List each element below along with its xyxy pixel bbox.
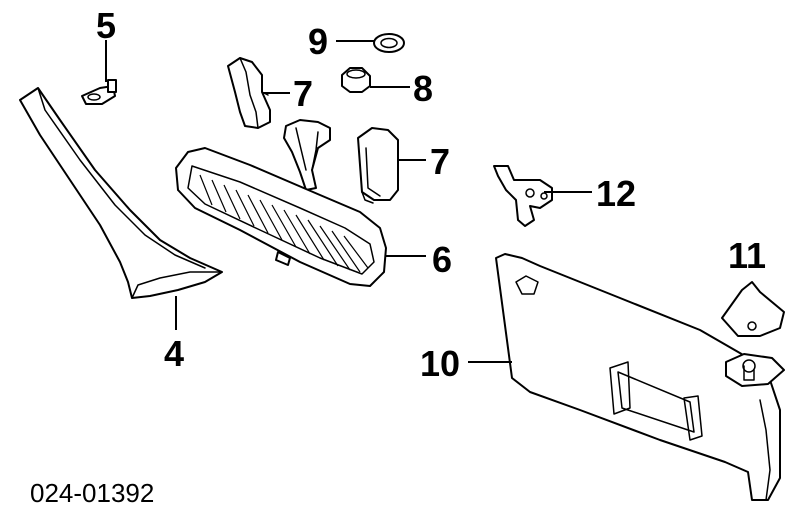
mirror-cover-left-part	[227, 57, 271, 129]
callout-labels: 4 5 6 7 7 8 9 10 11 12	[96, 5, 766, 384]
callout-6: 6	[432, 239, 452, 280]
grommet-part	[373, 33, 405, 53]
callout-8: 8	[413, 68, 433, 109]
callout-9: 9	[308, 21, 328, 62]
callout-5: 5	[96, 5, 116, 46]
mirror-cover-right-part	[357, 127, 399, 204]
mirror-mount-bracket-part	[283, 119, 331, 191]
callout-4: 4	[164, 333, 184, 374]
callout-10: 10	[420, 343, 460, 384]
vanity-mirror-slot	[609, 361, 703, 441]
leader-lines	[105, 40, 592, 363]
document-number: 024-01392	[30, 478, 154, 508]
visor-mount-cover-part	[721, 281, 785, 337]
cap-nut-part	[341, 67, 371, 93]
visor-bracket-part	[493, 165, 553, 227]
visor-mount-base-part	[725, 353, 785, 387]
callout-7a: 7	[293, 73, 313, 114]
callout-12: 12	[596, 173, 636, 214]
rear-view-mirror-part	[175, 147, 387, 287]
callout-7b: 7	[430, 141, 450, 182]
a-pillar-trim-part	[19, 87, 223, 299]
sun-visor-part	[495, 253, 781, 501]
mirror-glass-hatching	[199, 174, 369, 273]
callout-11: 11	[728, 235, 766, 276]
clip-part	[81, 79, 117, 105]
